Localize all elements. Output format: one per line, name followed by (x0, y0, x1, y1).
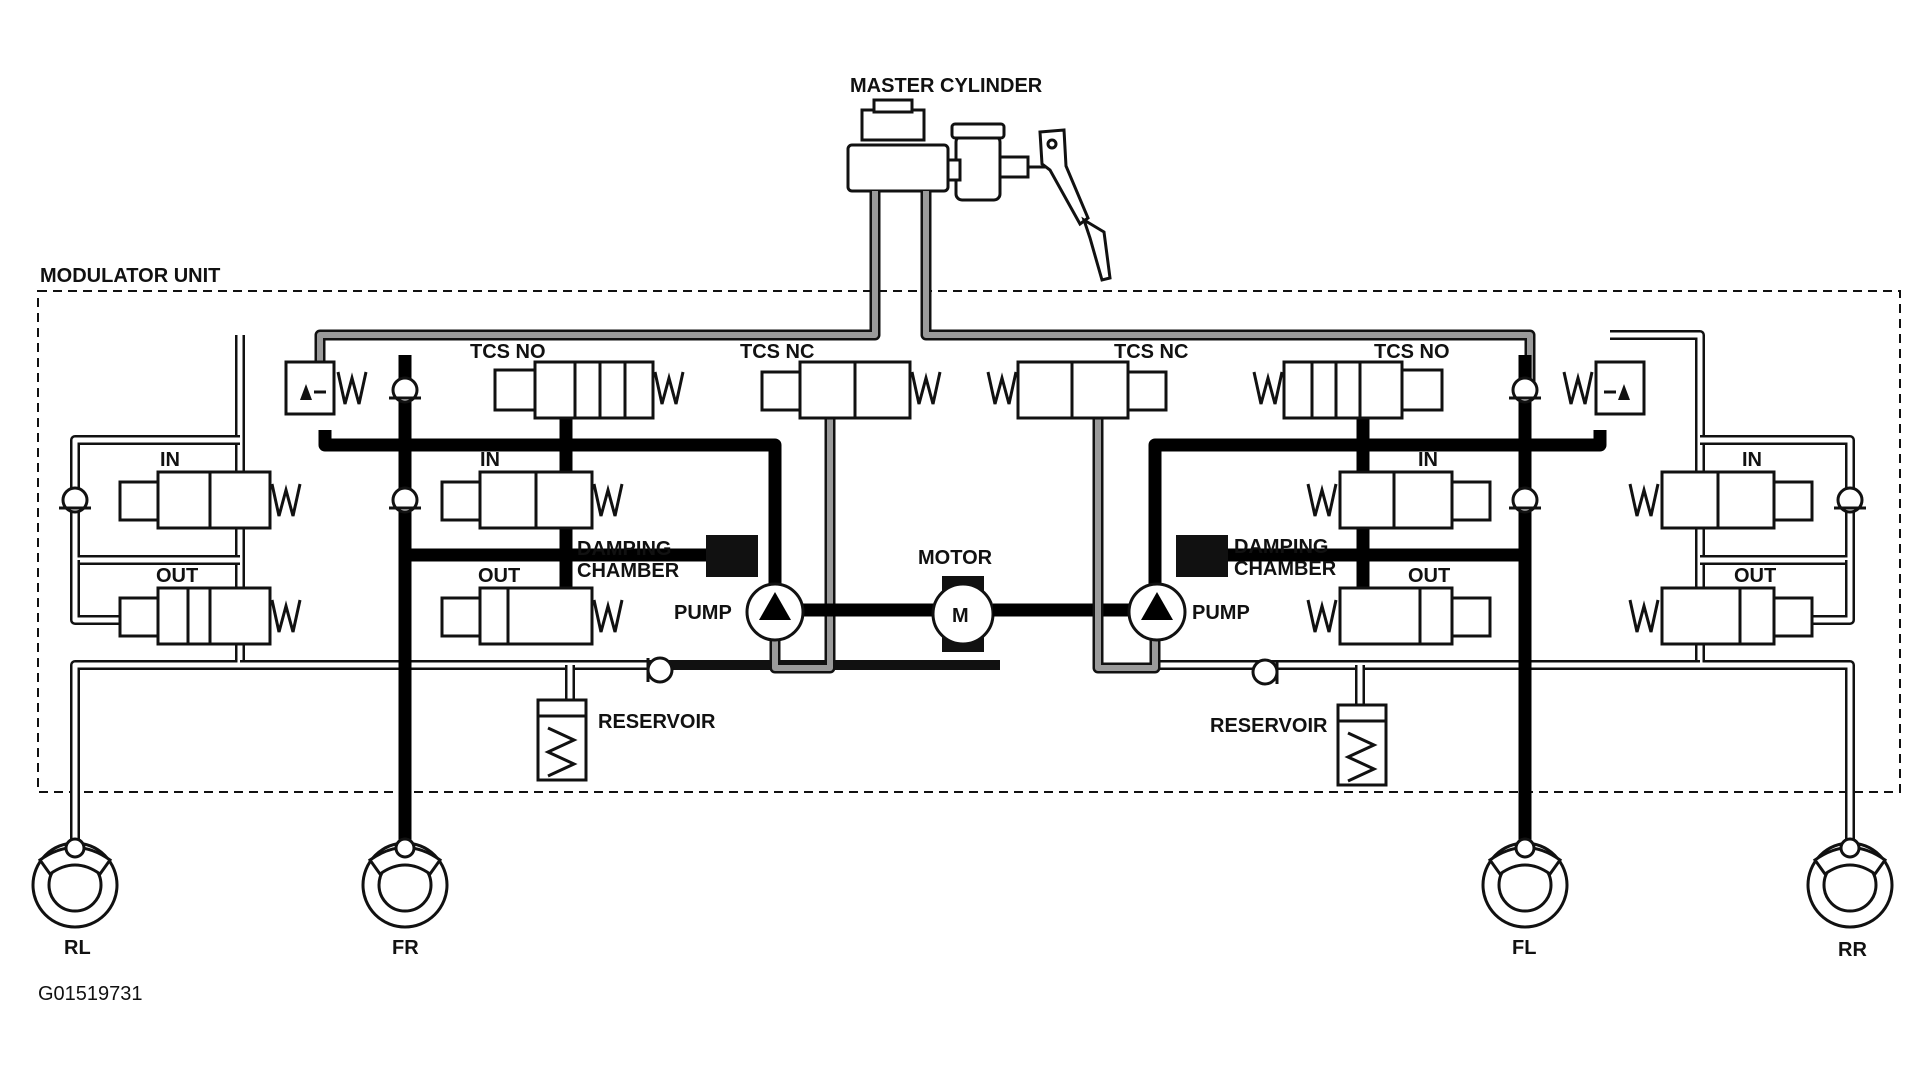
master-cylinder-label: MASTER CYLINDER (850, 75, 1043, 97)
tcs-no-right-label: TCS NO (1374, 341, 1450, 363)
in-fl-label: IN (1418, 449, 1438, 471)
solenoid-valve-icon (1338, 470, 1492, 646)
wheel-rl-label: RL (64, 937, 91, 959)
pump-left-label: PUMP (674, 602, 732, 624)
spring-icon (592, 483, 624, 517)
solenoid-valve-icon (760, 360, 912, 420)
solenoid-valve-icon (118, 470, 272, 646)
spring-icon (336, 371, 368, 405)
check-valve-icon (59, 376, 674, 684)
right-active-lines (1148, 355, 1607, 850)
spring-icon (1628, 599, 1660, 633)
tcs-no-left-label: TCS NO (470, 341, 546, 363)
tcs-nc-right-label: TCS NC (1114, 341, 1188, 363)
pressure-regulator-icon (284, 360, 336, 416)
spring-icon (1628, 483, 1660, 517)
out-fr-label: OUT (478, 565, 520, 587)
reservoir-right-label: RESERVOIR (1210, 715, 1328, 737)
spring-icon (653, 371, 685, 405)
damping-right-label-1: DAMPING (1234, 536, 1328, 558)
modulator-unit-boundary (37, 290, 1901, 793)
motor-label: MOTOR (918, 547, 993, 569)
spring-icon (1252, 371, 1284, 405)
brake-caliper-icon (361, 837, 449, 929)
solenoid-valve-icon (1660, 470, 1814, 646)
damping-left-label-1: DAMPING (577, 538, 671, 560)
wheel-fr-label: FR (392, 937, 419, 959)
out-rl-label: OUT (156, 565, 198, 587)
solenoid-valve-icon (440, 470, 594, 646)
wheel-rr-label: RR (1838, 939, 1867, 961)
tcs-nc-left-label: TCS NC (740, 341, 814, 363)
solenoid-valve-icon (1016, 360, 1168, 420)
out-fl-label: OUT (1408, 565, 1450, 587)
damping-right-label-2: CHAMBER (1234, 558, 1337, 580)
spring-icon (1306, 483, 1338, 517)
master-cylinder-icon (846, 98, 1052, 202)
pump-icon (745, 582, 805, 642)
out-rr-label: OUT (1734, 565, 1776, 587)
motor-symbol: M (952, 605, 969, 627)
in-fr-label: IN (480, 449, 500, 471)
pump-right-label: PUMP (1192, 602, 1250, 624)
solenoid-valve-icon (1282, 360, 1444, 420)
damping-chamber-icon (1176, 535, 1228, 577)
left-active-lines (318, 355, 940, 850)
spring-icon (270, 599, 302, 633)
reservoir-icon (536, 698, 588, 782)
spring-icon (1306, 599, 1338, 633)
brake-caliper-icon (31, 837, 119, 929)
damping-left-label-2: CHAMBER (577, 560, 680, 582)
solenoid-valve-icon (493, 360, 655, 420)
spring-icon (986, 371, 1018, 405)
pressure-regulator-icon (1594, 360, 1646, 416)
pump-icon (1127, 582, 1187, 642)
spring-icon (592, 599, 624, 633)
brake-pedal-icon (1038, 128, 1112, 282)
reservoir-left-label: RESERVOIR (598, 711, 716, 733)
modulator-unit-label: MODULATOR UNIT (40, 265, 220, 287)
spring-icon (910, 371, 942, 405)
brake-caliper-icon (1806, 837, 1894, 929)
reservoir-icon (1336, 703, 1388, 787)
figure-id: G01519731 (38, 983, 143, 1005)
spring-icon (270, 483, 302, 517)
motor-icon (931, 576, 995, 652)
wheel-fl-label: FL (1512, 937, 1536, 959)
in-rl-label: IN (160, 449, 180, 471)
in-rr-label: IN (1742, 449, 1762, 471)
damping-chamber-icon (706, 535, 758, 577)
check-valve-icon (1251, 376, 1866, 686)
brake-caliper-icon (1481, 837, 1569, 929)
spring-icon (1562, 371, 1594, 405)
